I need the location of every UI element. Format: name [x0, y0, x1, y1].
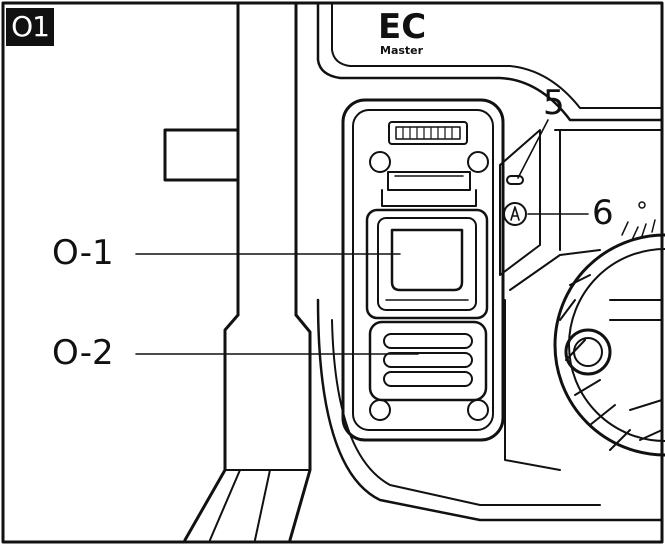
- button-o2-rib-2: [383, 352, 473, 368]
- dial-grip-ribs: [559, 274, 631, 451]
- callout-o2: O-2: [52, 333, 114, 373]
- housing-outline-inner: [331, 3, 663, 109]
- screw-bottom-left: [369, 399, 391, 421]
- pillar-lower-right: [288, 313, 312, 542]
- knob-letter-a: [510, 206, 520, 221]
- switch-bezel-outer: [341, 98, 505, 442]
- button-o1-face: [390, 228, 464, 292]
- button-o2-rib-3: [383, 371, 473, 387]
- button-o1-outer: [377, 217, 477, 311]
- dial-inner-ring: [568, 248, 665, 442]
- brand-mark: EC: [378, 7, 426, 47]
- pillar-lower-left: [183, 313, 240, 542]
- leader-5: [517, 119, 549, 179]
- housing-outline-bottom-inner: [331, 319, 601, 506]
- hinge-base: [381, 189, 477, 207]
- callout-6: 6: [592, 193, 614, 233]
- housing-outline-bottom: [316, 298, 664, 522]
- label-plate-ticks: [402, 127, 453, 139]
- screw-top-left: [369, 151, 391, 173]
- side-panel: [499, 129, 541, 276]
- right-panel-slope: [509, 249, 601, 291]
- screw-top-right: [467, 151, 489, 173]
- screw-bottom-right: [467, 399, 489, 421]
- callout-5: 5: [543, 83, 565, 123]
- label-plate-scale: [395, 126, 461, 140]
- button-o2-frame: [368, 320, 488, 402]
- dial-knob-grip: [564, 328, 612, 376]
- brand-sub: Master: [380, 44, 424, 57]
- dial-outer-ring: [553, 233, 665, 457]
- right-panel-lower: [504, 299, 561, 471]
- dial-spoke: [609, 299, 663, 321]
- hinge-block: [387, 171, 471, 191]
- button-o1-frame: [365, 208, 489, 320]
- figure-id-badge: O1: [6, 8, 54, 46]
- dial-spoke-lower: [629, 399, 663, 441]
- indicator-led-icon: [506, 175, 524, 185]
- dial-scale-ticks: [621, 219, 656, 241]
- side-tab: [163, 128, 240, 182]
- dial-scale-dot: [638, 201, 646, 209]
- pillar-struts: [209, 469, 271, 541]
- dial-knob-inner: [573, 337, 603, 367]
- auto-mode-knob-icon: [503, 202, 527, 226]
- housing-outline-outer: [316, 2, 664, 122]
- button-o2-rib-1: [383, 333, 473, 349]
- label-plate: [388, 121, 468, 145]
- switch-bezel-inner: [352, 109, 494, 431]
- callout-o1: O-1: [52, 233, 114, 273]
